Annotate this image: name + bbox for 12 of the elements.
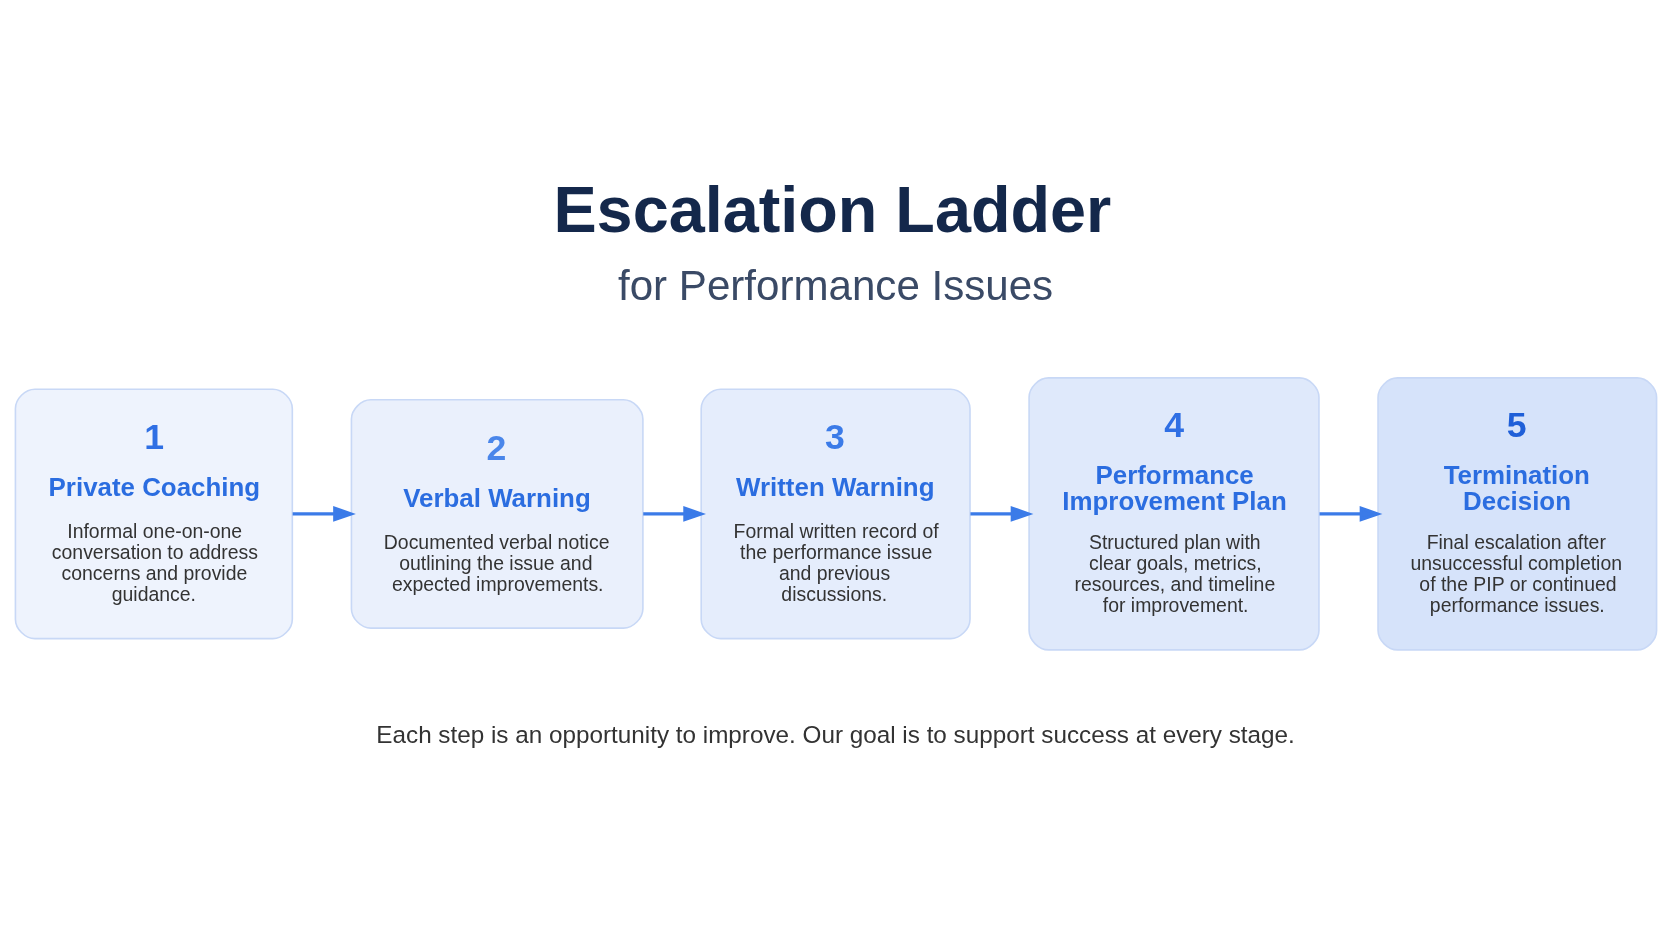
node-box: 2 Verbal Warning Documented verbal notice outlining the issue and expected improvements.: [350, 398, 644, 629]
diagram-title: Escalation Ladder: [553, 172, 1112, 246]
label: for Performance Issues: [618, 261, 1054, 309]
node-box: 3 Written Warning Formal written record of the performance issue and previous discussions.: [700, 387, 971, 639]
arrow: [970, 505, 1034, 522]
label: Each step is an opportunity to improve. Our goal is to support success at every stage.: [376, 720, 1295, 748]
node-box: 4 Performance Improvement Plan Structured plan with clear goals, metrics, resources, and timeline for improvement.: [1028, 376, 1320, 651]
arrow: [643, 505, 706, 522]
arrow: [1319, 505, 1383, 522]
arrow: [292, 505, 356, 522]
node-box: 5 Termination Decision Final escalation after unsuccessful completion of the PIP or continued performance issues.: [1377, 376, 1658, 651]
node-box: 1 Private Coaching Informal one-on-one conversation to address concerns and provide guidance.: [14, 387, 294, 639]
